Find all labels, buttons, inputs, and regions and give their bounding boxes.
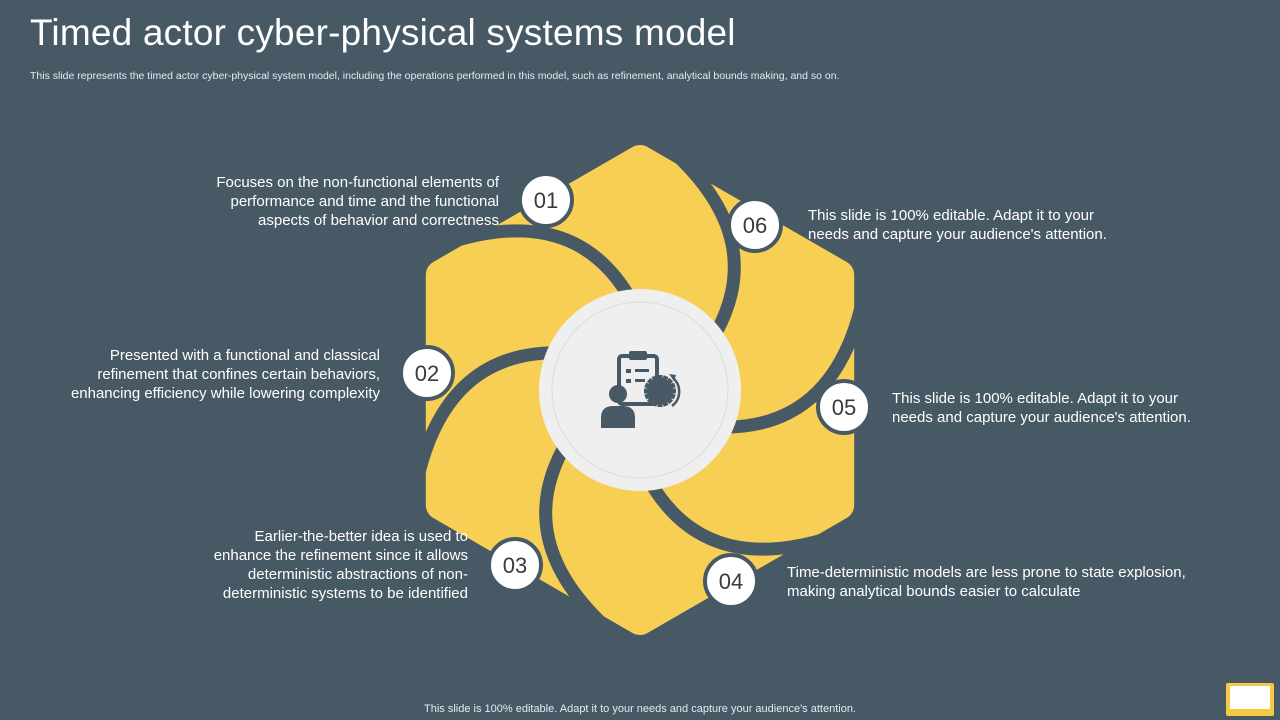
petal-gap [671, 149, 741, 347]
step-04-text: Time-deterministic models are less prone… [787, 564, 1186, 600]
user-clipboard-gear-icon [601, 351, 681, 428]
corner-logo [1226, 683, 1274, 716]
step-06-text: This slide is 100% editable. Adapt it to… [808, 207, 1107, 243]
step-badge-05: 05 [816, 379, 872, 435]
step-badge-03: 03 [487, 537, 543, 593]
step-number: 04 [719, 569, 743, 594]
petal-gap [641, 471, 831, 556]
petal-gap [449, 224, 639, 309]
step-01-text: Focuses on the non-functional elements o… [216, 174, 499, 229]
step-number: 03 [503, 553, 527, 578]
step-05-text: This slide is 100% editable. Adapt it to… [892, 390, 1191, 426]
slide-title: Timed actor cyber-physical systems model [30, 12, 736, 53]
center-circle [539, 289, 741, 491]
step-badges: 01 02 03 04 05 06 [399, 172, 872, 609]
petal-gap [412, 346, 567, 481]
footer-note: This slide is 100% editable. Adapt it to… [424, 703, 856, 715]
step-03-text: Earlier-the-better idea is used to enhan… [213, 528, 468, 602]
petal-gap [539, 433, 609, 631]
step-badge-04: 04 [703, 553, 759, 609]
center-inner-ring [551, 301, 729, 479]
step-02-text: Presented with a functional and classica… [70, 347, 380, 402]
step-badge-01: 01 [518, 172, 574, 228]
step-number: 01 [534, 188, 558, 213]
step-number: 02 [415, 361, 439, 386]
step-number: 05 [832, 395, 856, 420]
step-badge-02: 02 [399, 345, 455, 401]
step-badge-06: 06 [727, 197, 783, 253]
step-number: 06 [743, 213, 767, 238]
slide-subtitle: This slide represents the timed actor cy… [30, 70, 840, 82]
petal-gap [713, 299, 868, 434]
